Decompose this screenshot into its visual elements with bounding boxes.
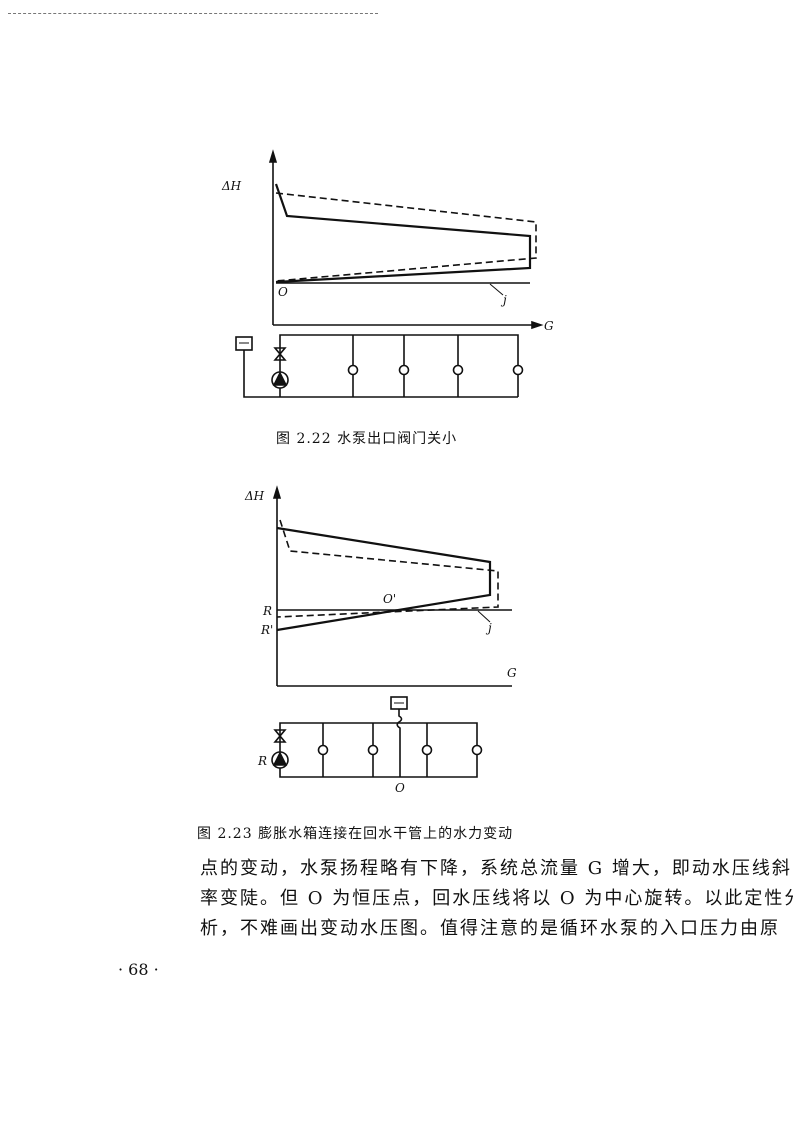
solid-pressure-line (276, 526, 492, 632)
supply-main (279, 334, 519, 397)
fig1-x-label: G (544, 319, 554, 333)
j-leader (489, 283, 504, 296)
fig2-j-label: j (485, 621, 492, 635)
return-main (243, 350, 518, 398)
fig1-y-label: ΔH (221, 179, 242, 193)
fig1-j-label: j (500, 293, 507, 307)
fig2-pump-label: R (257, 754, 267, 768)
fig2-origin-label: O (395, 781, 405, 795)
solid-pressure-line (274, 183, 532, 284)
header-rule (8, 13, 378, 14)
circuit-loop (279, 722, 478, 778)
figure-2-22-caption: 图 2.22 水泵出口阀门关小 (276, 431, 458, 447)
page-number: · 68 · (118, 960, 159, 979)
y-axis-arrow (268, 149, 278, 163)
tank-connection (396, 709, 403, 777)
fig2-x-label: G (507, 666, 517, 680)
dashed-pressure-line (275, 192, 537, 282)
x-axis-arrow (531, 320, 544, 330)
radiator-branches (347, 335, 524, 397)
body-text-line: 点的变动，水泵扬程略有下降，系统总流量 G 增大，即动水压线斜 (200, 858, 792, 879)
fig2-pivot-label: O' (383, 592, 396, 606)
body-text-line: 率变陡。但 O 为恒压点，回水压线将以 O 为中心旋转。以此定性分 (200, 888, 793, 909)
fig1-origin-label: O (278, 285, 288, 299)
figure-2-22-chart (235, 149, 544, 398)
valve-icon (273, 347, 287, 361)
fig2-y-label: ΔH (244, 489, 265, 503)
fig2-r-label: R (262, 604, 272, 618)
fig2-r-prime-label: R' (260, 623, 273, 637)
valve-icon (273, 729, 287, 743)
radiator-branches (317, 723, 483, 777)
figure-2-23-chart (271, 485, 512, 778)
body-text-line: 析，不难画出变动水压图。值得注意的是循环水泵的入口压力由原 (200, 918, 780, 939)
j-leader (477, 610, 491, 623)
figure-2-23-caption: 图 2.23 膨胀水箱连接在回水干管上的水力变动 (197, 826, 514, 842)
